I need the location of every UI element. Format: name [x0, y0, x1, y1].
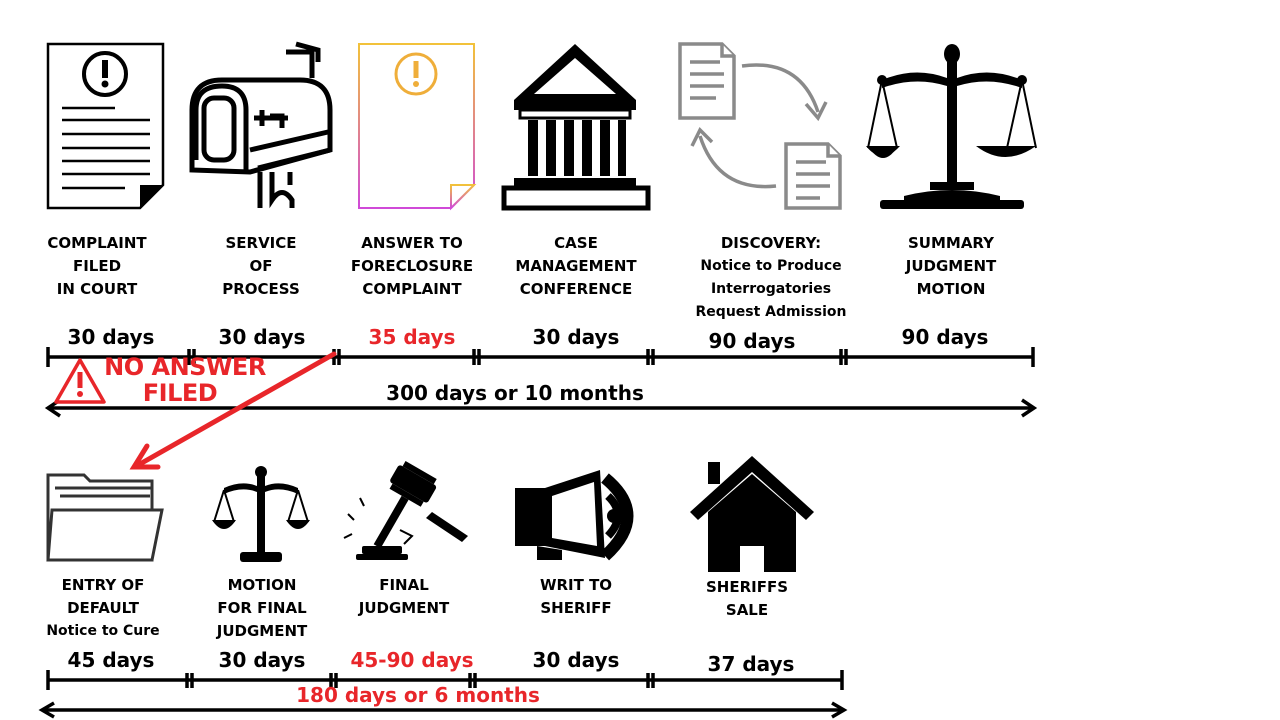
- courthouse-icon: [501, 44, 651, 211]
- duration-label: 30 days: [218, 648, 306, 672]
- document-alert-gradient-icon: [358, 43, 477, 211]
- gavel-icon: [343, 461, 468, 560]
- warning-icon: [54, 358, 106, 404]
- megaphone-icon: [515, 470, 634, 561]
- row2-total-label: 180 days or 6 months: [296, 683, 540, 707]
- document-alert-icon: [46, 42, 165, 210]
- row2-total-arrow: [38, 701, 848, 719]
- step-discovery-label: DISCOVERY: Notice to Produce Interrogato…: [695, 234, 847, 320]
- scales-icon: [212, 466, 310, 562]
- duration-label: 90 days: [708, 329, 796, 353]
- row2-timeline: [46, 670, 844, 690]
- duration-label: 45-90 days: [350, 648, 474, 672]
- duration-label: 35 days: [368, 325, 456, 349]
- duration-label: 30 days: [532, 325, 620, 349]
- row1-total-label: 300 days or 10 months: [386, 381, 644, 405]
- house-icon: [690, 456, 814, 572]
- scales-icon: [866, 44, 1037, 209]
- duration-label: 30 days: [532, 648, 620, 672]
- folder-icon: [46, 473, 164, 562]
- document-exchange-icon: [678, 42, 842, 210]
- no-answer-warning: NO ANSWER FILED: [104, 353, 266, 407]
- duration-label: 90 days: [901, 325, 989, 349]
- duration-label: 30 days: [67, 325, 155, 349]
- mailbox-icon: [189, 41, 333, 209]
- row1-timeline: [46, 347, 1035, 367]
- duration-label: 37 days: [707, 652, 795, 676]
- no-answer-arrow: [129, 351, 337, 470]
- duration-label: 45 days: [67, 648, 155, 672]
- duration-label: 30 days: [218, 325, 306, 349]
